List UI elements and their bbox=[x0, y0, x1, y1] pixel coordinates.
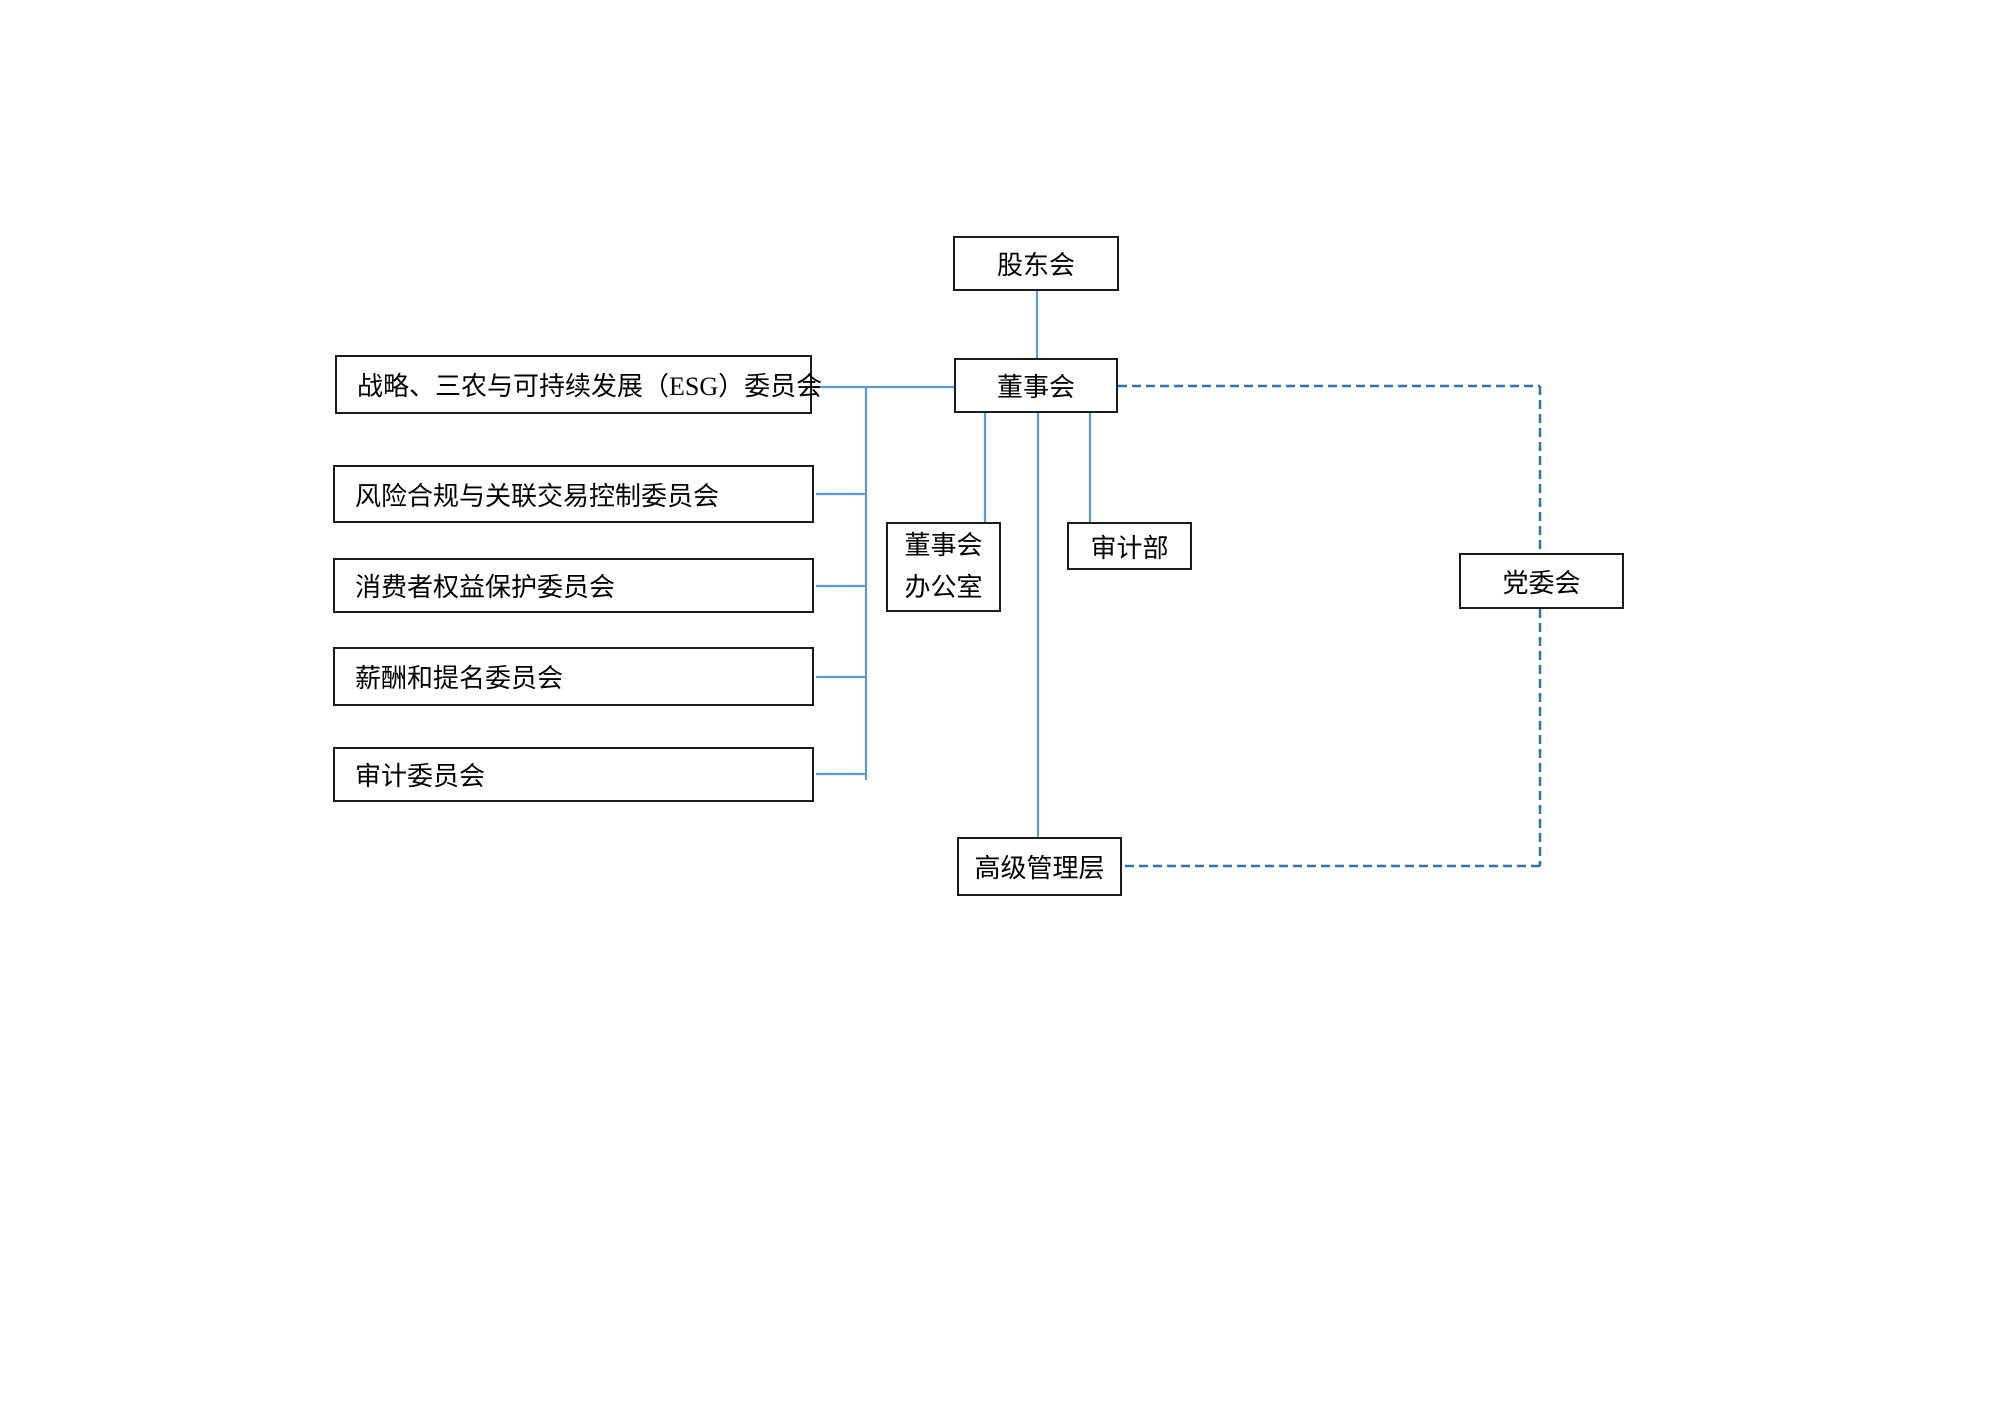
node-board-office-label-line2: 办公室 bbox=[904, 573, 983, 602]
node-audit-committee-label: 审计委员会 bbox=[355, 762, 486, 791]
node-board-office-label-line1: 董事会 bbox=[904, 531, 983, 560]
node-senior-management: 高级管理层 bbox=[957, 837, 1122, 896]
node-audit-committee: 审计委员会 bbox=[333, 747, 814, 802]
node-shareholders-label: 股东会 bbox=[996, 251, 1075, 280]
node-consumer-protection-committee: 消费者权益保护委员会 bbox=[333, 558, 814, 613]
node-shareholders-meeting: 股东会 bbox=[953, 236, 1119, 291]
node-audit-department-label: 审计部 bbox=[1090, 533, 1169, 563]
node-compensation-label: 薪酬和提名委员会 bbox=[355, 664, 564, 693]
node-audit-department: 审计部 bbox=[1067, 522, 1192, 570]
node-esg-committee: 战略、三农与可持续发展（ESG）委员会 bbox=[335, 355, 822, 414]
node-compensation-nomination-committee: 薪酬和提名委员会 bbox=[333, 647, 814, 706]
node-party-committee: 党委会 bbox=[1459, 553, 1624, 609]
node-risk-label: 风险合规与关联交易控制委员会 bbox=[355, 481, 720, 511]
node-board-label: 董事会 bbox=[996, 373, 1075, 402]
node-board-of-directors: 董事会 bbox=[954, 358, 1118, 413]
node-board-office: 董事会 办公室 bbox=[886, 522, 1001, 612]
node-senior-management-label: 高级管理层 bbox=[974, 854, 1105, 883]
node-consumer-label: 消费者权益保护委员会 bbox=[355, 573, 616, 602]
node-risk-compliance-committee: 风险合规与关联交易控制委员会 bbox=[333, 465, 814, 523]
node-esg-label: 战略、三农与可持续发展（ESG）委员会 bbox=[357, 372, 823, 401]
node-party-committee-label: 党委会 bbox=[1502, 568, 1581, 598]
